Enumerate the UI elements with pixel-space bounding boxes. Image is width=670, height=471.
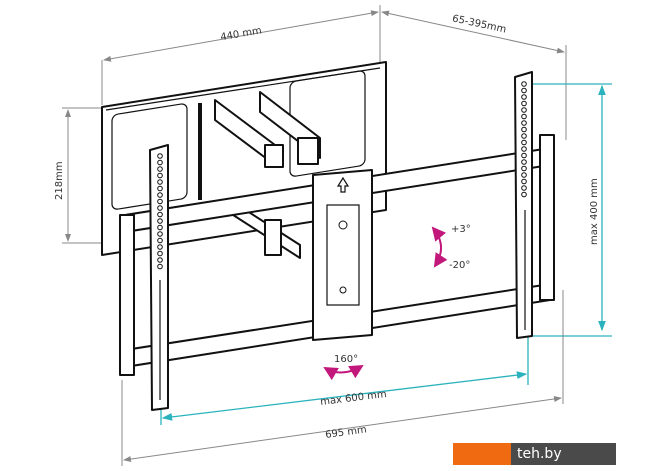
mount-hole	[157, 192, 163, 198]
mount-hole	[157, 244, 163, 250]
mount-hole	[157, 224, 163, 231]
mount-hole	[521, 94, 527, 100]
mount-hole	[157, 250, 163, 257]
mount-hole	[521, 120, 527, 126]
tilt-indicator: +3° -20°	[431, 224, 471, 271]
mount-hole	[521, 152, 527, 159]
mount-hole	[157, 211, 163, 218]
mount-hole	[157, 237, 163, 244]
mount-hole	[521, 87, 527, 94]
watermark-text: teh.by	[511, 443, 616, 465]
mount-hole	[521, 126, 527, 133]
dimension-label-max-600: max 600 mm	[320, 389, 388, 408]
watermark-logo: teh.by	[453, 443, 616, 465]
dimension-extension: 65-395mm	[381, 10, 567, 140]
left-vesa-bracket	[119, 144, 169, 411]
mount-hole	[157, 185, 163, 192]
mount-hole	[157, 166, 163, 172]
mount-hole	[157, 205, 163, 211]
mount-hole	[521, 113, 527, 120]
dimension-label-695: 695 mm	[325, 424, 368, 441]
mount-hole	[521, 107, 527, 113]
dimension-label-440: 440 mm	[220, 25, 263, 43]
mount-hole	[157, 159, 163, 166]
right-vesa-bracket	[514, 71, 555, 339]
mount-hole	[521, 139, 527, 146]
mount-hole	[157, 263, 163, 270]
mount-hole	[521, 159, 527, 165]
mount-hole	[521, 165, 527, 172]
mount-hole	[157, 218, 163, 224]
swing-arms	[214, 91, 321, 259]
dimension-label-max-400: max 400 mm	[589, 178, 600, 245]
tilt-down-label: -20°	[449, 260, 470, 271]
mount-hole	[521, 185, 527, 191]
mount-hole	[521, 191, 527, 198]
mount-hole	[521, 100, 527, 107]
mount-hole	[521, 146, 527, 152]
mount-hole	[157, 172, 163, 179]
mount-hole	[157, 179, 163, 185]
center-mount-plate	[312, 169, 373, 341]
dimension-label-extension: 65-395mm	[451, 13, 507, 35]
mount-hole	[521, 133, 527, 139]
swivel-indicator: 160°	[323, 354, 364, 381]
mount-hole	[157, 153, 163, 159]
mount-hole	[521, 81, 527, 87]
mount-hole	[521, 172, 527, 178]
dimension-max-400: max 400 mm	[530, 83, 612, 337]
swivel-label: 160°	[334, 354, 358, 365]
mount-hole	[157, 257, 163, 263]
dimension-label-218: 218mm	[54, 161, 65, 200]
bracket-holes	[157, 81, 527, 270]
mount-hole	[157, 231, 163, 237]
tilt-up-label: +3°	[451, 224, 471, 235]
mount-hole	[157, 198, 163, 205]
mount-hole	[521, 178, 527, 185]
